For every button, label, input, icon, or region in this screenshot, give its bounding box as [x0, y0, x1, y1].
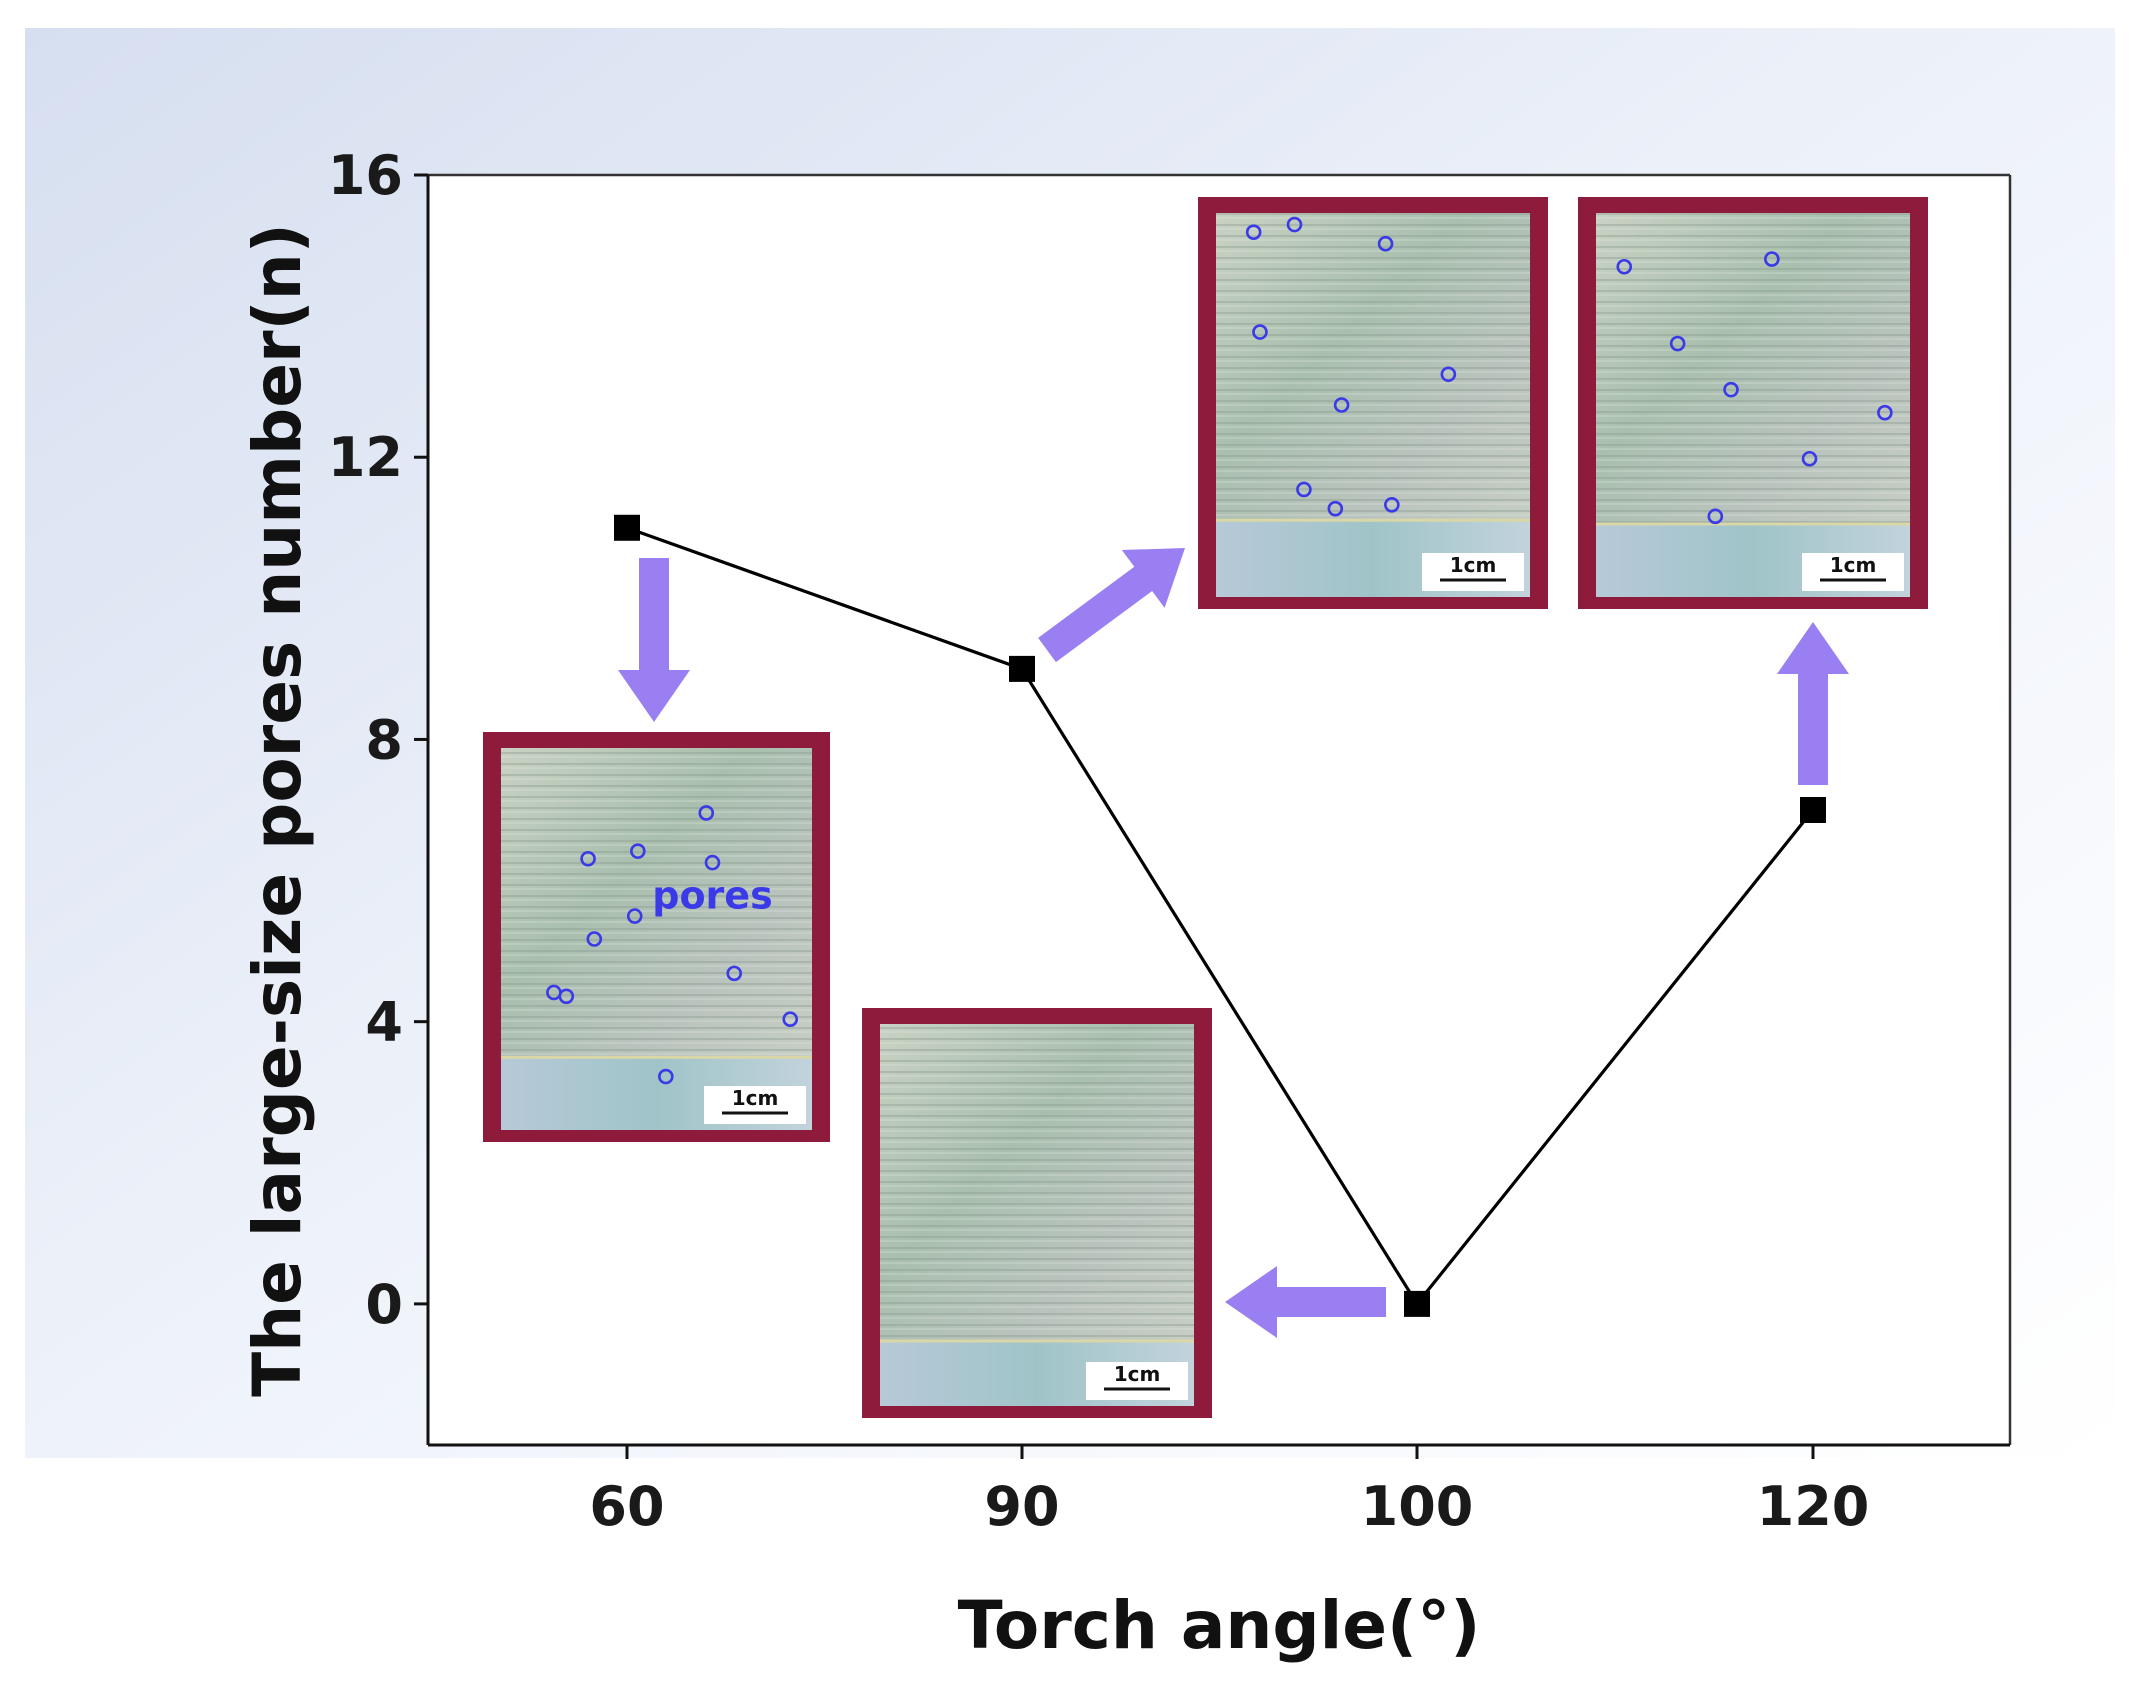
data-point-60 — [614, 514, 640, 541]
x-tick-label: 120 — [1757, 1475, 1870, 1538]
pore-marker — [630, 843, 646, 859]
x-axis-title: Torch angle(°) — [958, 1587, 1481, 1664]
scale-bar-label: 1cm — [1830, 553, 1877, 577]
weld-layers — [501, 748, 812, 1058]
y-axis-title: The large-size pores number(n) — [239, 223, 316, 1397]
pore-marker — [1764, 251, 1780, 267]
data-point-120 — [1800, 797, 1826, 823]
weld-layers — [1596, 213, 1910, 525]
inset-angle-90: 1cm — [1198, 197, 1548, 609]
inset-layer: pores 1cm 1cm 1cm 1cm — [483, 197, 1928, 1418]
x-tick-label: 100 — [1361, 1475, 1474, 1538]
y-tick-label: 8 — [365, 708, 403, 771]
tick-layer: 16 12 8 4 0 60 90 100 120 — [328, 144, 1870, 1538]
pore-marker — [1877, 404, 1893, 421]
pore-marker — [782, 1011, 799, 1028]
pore-marker — [1440, 366, 1457, 383]
arrow-layer — [618, 548, 1849, 1338]
x-tick-label: 90 — [984, 1475, 1059, 1538]
pore-marker — [1384, 497, 1400, 513]
y-tick-label: 12 — [328, 426, 403, 489]
pore-marker — [1333, 397, 1350, 413]
pore-marker — [1723, 381, 1739, 398]
pore-marker — [1669, 335, 1686, 352]
pore-marker — [626, 908, 643, 924]
series-layer — [614, 514, 1826, 1317]
pore-marker — [1377, 235, 1394, 252]
scale-bar-box — [704, 1086, 806, 1124]
pore-marker — [658, 1068, 674, 1085]
pore-marker — [698, 805, 715, 821]
arrow-to-inset-60 — [618, 558, 690, 722]
arrow-to-inset-120 — [1777, 622, 1849, 785]
arrow-to-inset-90 — [1038, 548, 1185, 663]
pore-marker — [1801, 450, 1818, 467]
inset-angle-120: 1cm — [1578, 197, 1928, 609]
scale-bar-label: 1cm — [1450, 553, 1497, 577]
pore-marker — [1245, 224, 1262, 240]
pore-marker — [1616, 258, 1633, 275]
pore-marker — [1327, 500, 1344, 517]
inset-angle-100: 1cm — [862, 1008, 1212, 1418]
scale-bar-box — [1802, 553, 1904, 591]
scale-bar-box — [1086, 1362, 1188, 1400]
data-point-90 — [1009, 655, 1035, 682]
pore-marker — [1707, 508, 1724, 525]
pore-marker — [586, 931, 603, 947]
arrow-to-inset-100 — [1225, 1266, 1386, 1338]
axes — [426, 173, 2012, 1447]
y-tick-label: 16 — [328, 144, 403, 207]
data-point-100 — [1404, 1290, 1430, 1317]
pore-marker — [580, 850, 596, 867]
series-line — [626, 526, 1815, 1307]
y-tick-label: 4 — [365, 991, 403, 1054]
weld-layers — [1216, 213, 1530, 521]
y-tick-label: 0 — [365, 1273, 403, 1336]
pore-marker — [726, 965, 743, 982]
inset-angle-60: pores 1cm — [483, 732, 830, 1142]
pore-marker — [1286, 216, 1303, 233]
scale-bar-box — [1422, 553, 1524, 591]
pore-marker — [1252, 324, 1268, 340]
scale-bar-label: 1cm — [1114, 1362, 1161, 1386]
scale-bar-label: 1cm — [732, 1086, 779, 1110]
pore-marker — [1296, 481, 1312, 498]
pore-marker — [704, 854, 721, 871]
pores-label: pores — [652, 873, 772, 917]
weld-layers — [880, 1024, 1194, 1342]
x-tick-label: 60 — [589, 1475, 664, 1538]
pore-marker — [558, 988, 575, 1005]
